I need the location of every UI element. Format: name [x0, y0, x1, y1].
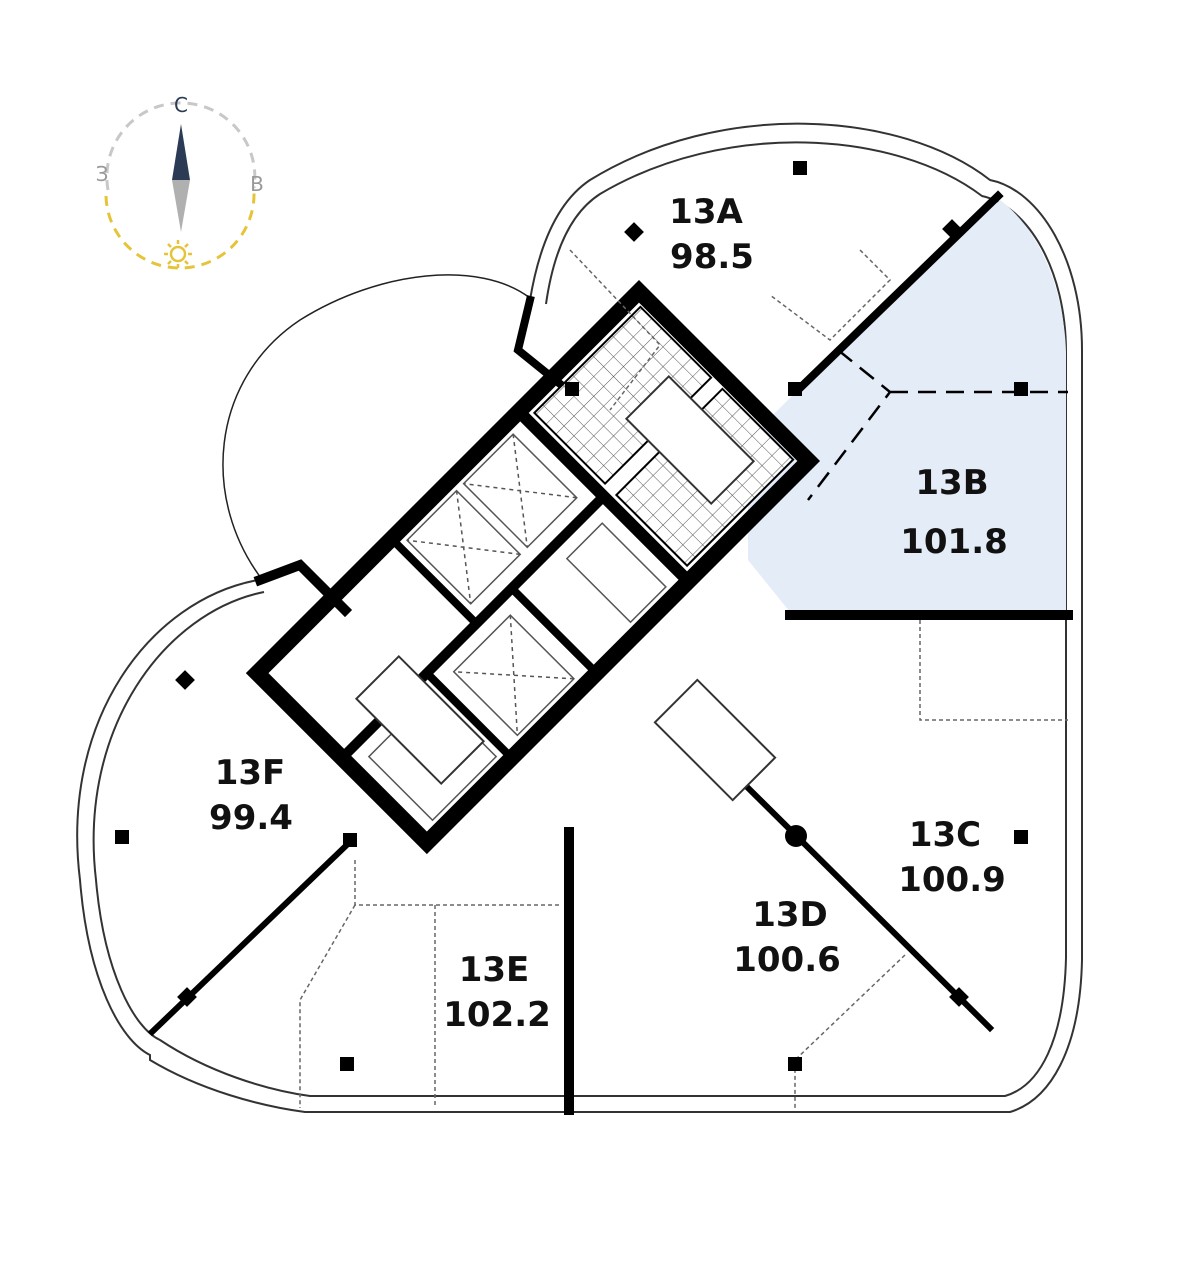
unit-name: 13F [215, 753, 286, 793]
unit-area: 100.9 [898, 860, 1006, 900]
compass-west-label: З [96, 162, 109, 186]
unit-name: 13D [752, 895, 828, 935]
unit-label-13C[interactable]: 13C 100.9 [898, 815, 1006, 900]
unit-name: 13A [669, 192, 743, 232]
unit-area: 98.5 [670, 237, 754, 277]
sun-icon [164, 240, 192, 268]
unit-name: 13C [909, 815, 981, 855]
unit-area: 99.4 [209, 798, 293, 838]
unit-13B-region[interactable] [748, 200, 1066, 612]
unit-name: 13E [459, 950, 530, 990]
unit-label-13A[interactable]: 13A 98.5 [669, 192, 754, 277]
unit-area: 102.2 [443, 995, 551, 1035]
dashed-partitions [299, 249, 1068, 1108]
unit-label-13B[interactable]: 13B 101.8 [900, 463, 1008, 562]
unit-label-13D[interactable]: 13D 100.6 [733, 895, 841, 980]
unit-area: 101.8 [900, 522, 1008, 562]
walls [147, 190, 1073, 1115]
compass-needle-icon [172, 124, 190, 232]
compass-north-label: С [174, 93, 188, 117]
unit-label-13F[interactable]: 13F 99.4 [209, 753, 293, 838]
bathrooms [354, 374, 777, 802]
building-facade [76, 122, 1083, 1113]
unit-area: 100.6 [733, 940, 841, 980]
compass: С З В [96, 93, 264, 270]
unit-name: 13B [915, 463, 988, 503]
units [748, 200, 1066, 612]
unit-13B-dashed-boundary [807, 349, 1068, 501]
unit-label-13E[interactable]: 13E 102.2 [443, 950, 551, 1035]
compass-east-label: В [250, 172, 264, 196]
